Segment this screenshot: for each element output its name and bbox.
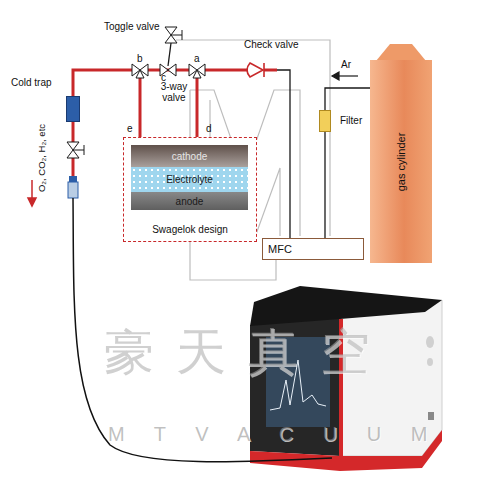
mass-spectrometer-part (426, 336, 434, 348)
swagelok-cell: Swagelok design cathodeElectrolyte anode (123, 137, 257, 242)
port-letter: e (127, 124, 133, 135)
check-valve-symbol-part (263, 63, 265, 77)
ar-arrow-part (332, 72, 339, 80)
cathode-layer: cathode (131, 145, 248, 167)
fitting-part (68, 182, 78, 198)
cathode-layer-text: cathode (172, 151, 208, 162)
three-way-valve-part (136, 70, 144, 78)
gas-line-connector (325, 88, 370, 110)
cold-trap-text: Cold trap (11, 77, 52, 88)
gas-label: Ar (341, 60, 351, 71)
red-pipe-part (72, 158, 75, 176)
check-valve-symbol-part (247, 63, 263, 77)
filter: Filter (319, 110, 331, 132)
toggle-valve-symbol-part (171, 35, 182, 36)
red-pipe-part (205, 69, 248, 72)
toggle-valve-symbol-part (182, 30, 183, 40)
anode-layer: anode (131, 192, 248, 210)
electrolyte-layer-text: Electrolyte (166, 174, 213, 185)
valve-label: Check valve (244, 40, 298, 51)
port-letter: b (137, 54, 143, 65)
filter-text: Filter (340, 115, 362, 126)
three-way-valve-part (193, 70, 201, 78)
cylinder-neck-part (376, 44, 426, 61)
outlet-valve-symbol-part (73, 150, 84, 151)
fitting-part (69, 176, 77, 182)
swagelok-cell-text: Swagelok design (124, 224, 256, 235)
outlet-valve-symbol (67, 142, 84, 158)
gas-line-part (276, 70, 290, 238)
gas-line-connector (324, 132, 325, 238)
outlet-valve-symbol-part (67, 150, 79, 158)
check-valve-symbol (247, 63, 264, 77)
valve-label: Toggle valve (104, 22, 160, 33)
electrolyte-layer: Electrolyte (131, 167, 248, 192)
gas-cylinder: gas cylinder (370, 60, 432, 263)
cold-trap: Cold trap (66, 96, 80, 122)
three-way-valve (132, 64, 205, 78)
port-letter: a (194, 54, 200, 65)
flow-arrow-part (28, 198, 36, 206)
gas-cylinder-text: gas cylinder (395, 132, 407, 191)
red-pipe-part (139, 76, 142, 146)
flow-arrow-part (31, 180, 33, 200)
toggle-valve-symbol-part (165, 27, 177, 35)
anode-layer-text: anode (176, 196, 204, 207)
mfc-box: MFC (262, 238, 364, 260)
red-pipe (73, 70, 277, 176)
red-pipe-part (264, 69, 277, 72)
gas-species-label: O₂, CO₂, H₂, etc (37, 124, 47, 192)
flow-arrow (28, 180, 36, 206)
mass-spectrometer-part (427, 358, 433, 366)
watermark: M T V A C U U M (108, 424, 440, 445)
outlet-valve-symbol-part (84, 145, 85, 155)
mfc-box-text: MFC (268, 243, 292, 255)
three-way-valve-part (168, 64, 176, 76)
outlet-valve-symbol-part (67, 142, 79, 150)
ar-arrow (332, 72, 358, 80)
watermark: 豪天真空 (104, 326, 392, 379)
fitting (68, 176, 78, 198)
toggle-valve-symbol-part (165, 35, 177, 43)
gas-line-part (168, 43, 171, 66)
mass-spectrometer-part (428, 412, 434, 420)
toggle-valve-symbol (165, 27, 182, 43)
ar-arrow-part (338, 75, 358, 76)
cylinder-neck (376, 44, 426, 61)
red-pipe-part (196, 76, 199, 146)
port-letter: d (206, 124, 212, 135)
red-pipe-part (72, 122, 75, 142)
red-pipe-part (73, 70, 132, 97)
valve-label: 3-way valve (157, 82, 191, 103)
mass-spectrometer-part (250, 286, 442, 326)
